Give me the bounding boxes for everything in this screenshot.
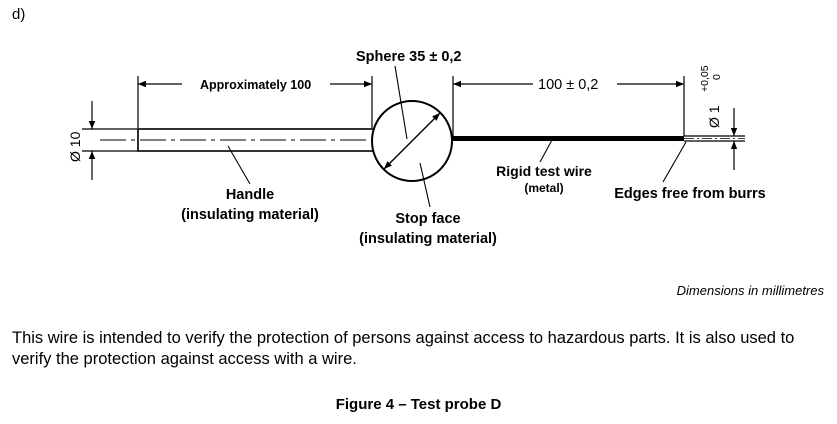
rigid-wire-shape [452,136,684,141]
sphere-diameter-line [383,112,441,170]
sphere-leader [394,65,408,140]
handle-diameter-label: Ø 10 [67,131,83,162]
handle-leader [227,145,251,185]
wire-diameter-base: Ø 1 [706,105,722,128]
wire-diameter-lower-tolerance: 0 [711,74,723,80]
rigid-wire-leader [539,139,553,163]
stop-face-material-label: (insulating material) [359,231,497,247]
units-note: Dimensions in millimetres [676,283,824,298]
stop-face-leader [419,162,431,208]
approx-label: Approximately 100 [200,78,311,92]
edges-label: Edges free from burrs [614,186,766,202]
wire-length-label: 100 ± 0,2 [538,77,598,93]
handle-label: Handle [226,187,274,203]
test-probe-drawing: Approximately 100 100 ± 0,2 Sphere 35 ± … [67,49,766,247]
edges-leader [662,141,687,183]
rigid-wire-material-label: (metal) [524,181,563,195]
rigid-wire-label: Rigid test wire [496,163,592,179]
extension-lines [82,76,745,152]
figure-caption: Figure 4 – Test probe D [335,396,502,413]
stop-face-label: Stop face [395,211,460,227]
figure-label: d) [12,6,26,23]
wire-diameter-upper-tolerance: +0,05 [699,65,711,92]
sphere-label: Sphere 35 ± 0,2 [356,49,462,65]
handle-material-label: (insulating material) [181,207,319,223]
figure-description: This wire is intended to verify the prot… [12,329,795,368]
